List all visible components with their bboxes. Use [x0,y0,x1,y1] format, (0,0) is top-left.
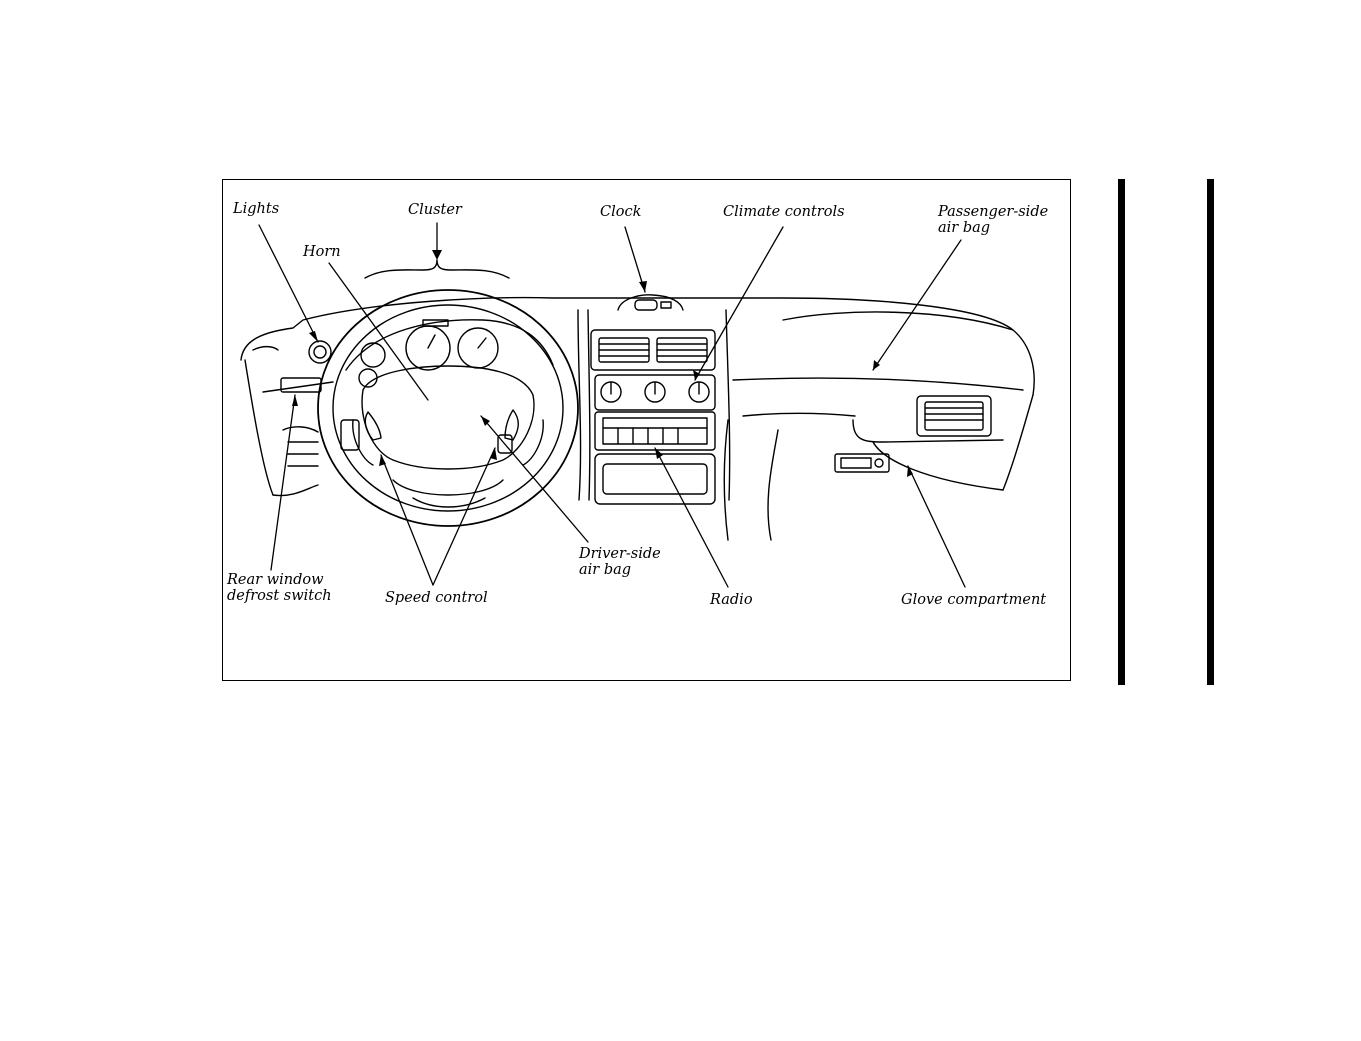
speed-control-label: Speed control [385,590,488,606]
section-tab-bar-right [1207,179,1214,685]
clock-label: Clock [600,204,641,220]
cluster-brace [365,260,509,278]
radio-label: Radio [710,592,753,608]
passenger-vent [917,396,991,436]
lights-switch [309,341,331,363]
rear-defrost-label-line2: defrost switch [227,588,332,604]
climate-controls-label: Climate controls [723,204,845,220]
passenger-airbag-label-line1: Passenger-side [938,204,1048,220]
glove-compartment-label: Glove compartment [901,592,1046,608]
section-tab-bar-left [1118,179,1125,685]
driver-airbag-label-line2: air bag [579,562,631,578]
cluster-label: Cluster [408,202,462,218]
lights-label: Lights [233,201,279,217]
horn-label: Horn [303,244,341,260]
passenger-airbag-label-line2: air bag [938,220,990,236]
driver-airbag-label-line1: Driver-side [579,546,661,562]
rear-defrost-label-line1: Rear window [227,572,324,588]
dashboard-figure: Lights Cluster Horn Clock Climate contro… [222,179,1071,681]
center-stack [591,295,715,504]
glove-box-latch [835,454,889,472]
